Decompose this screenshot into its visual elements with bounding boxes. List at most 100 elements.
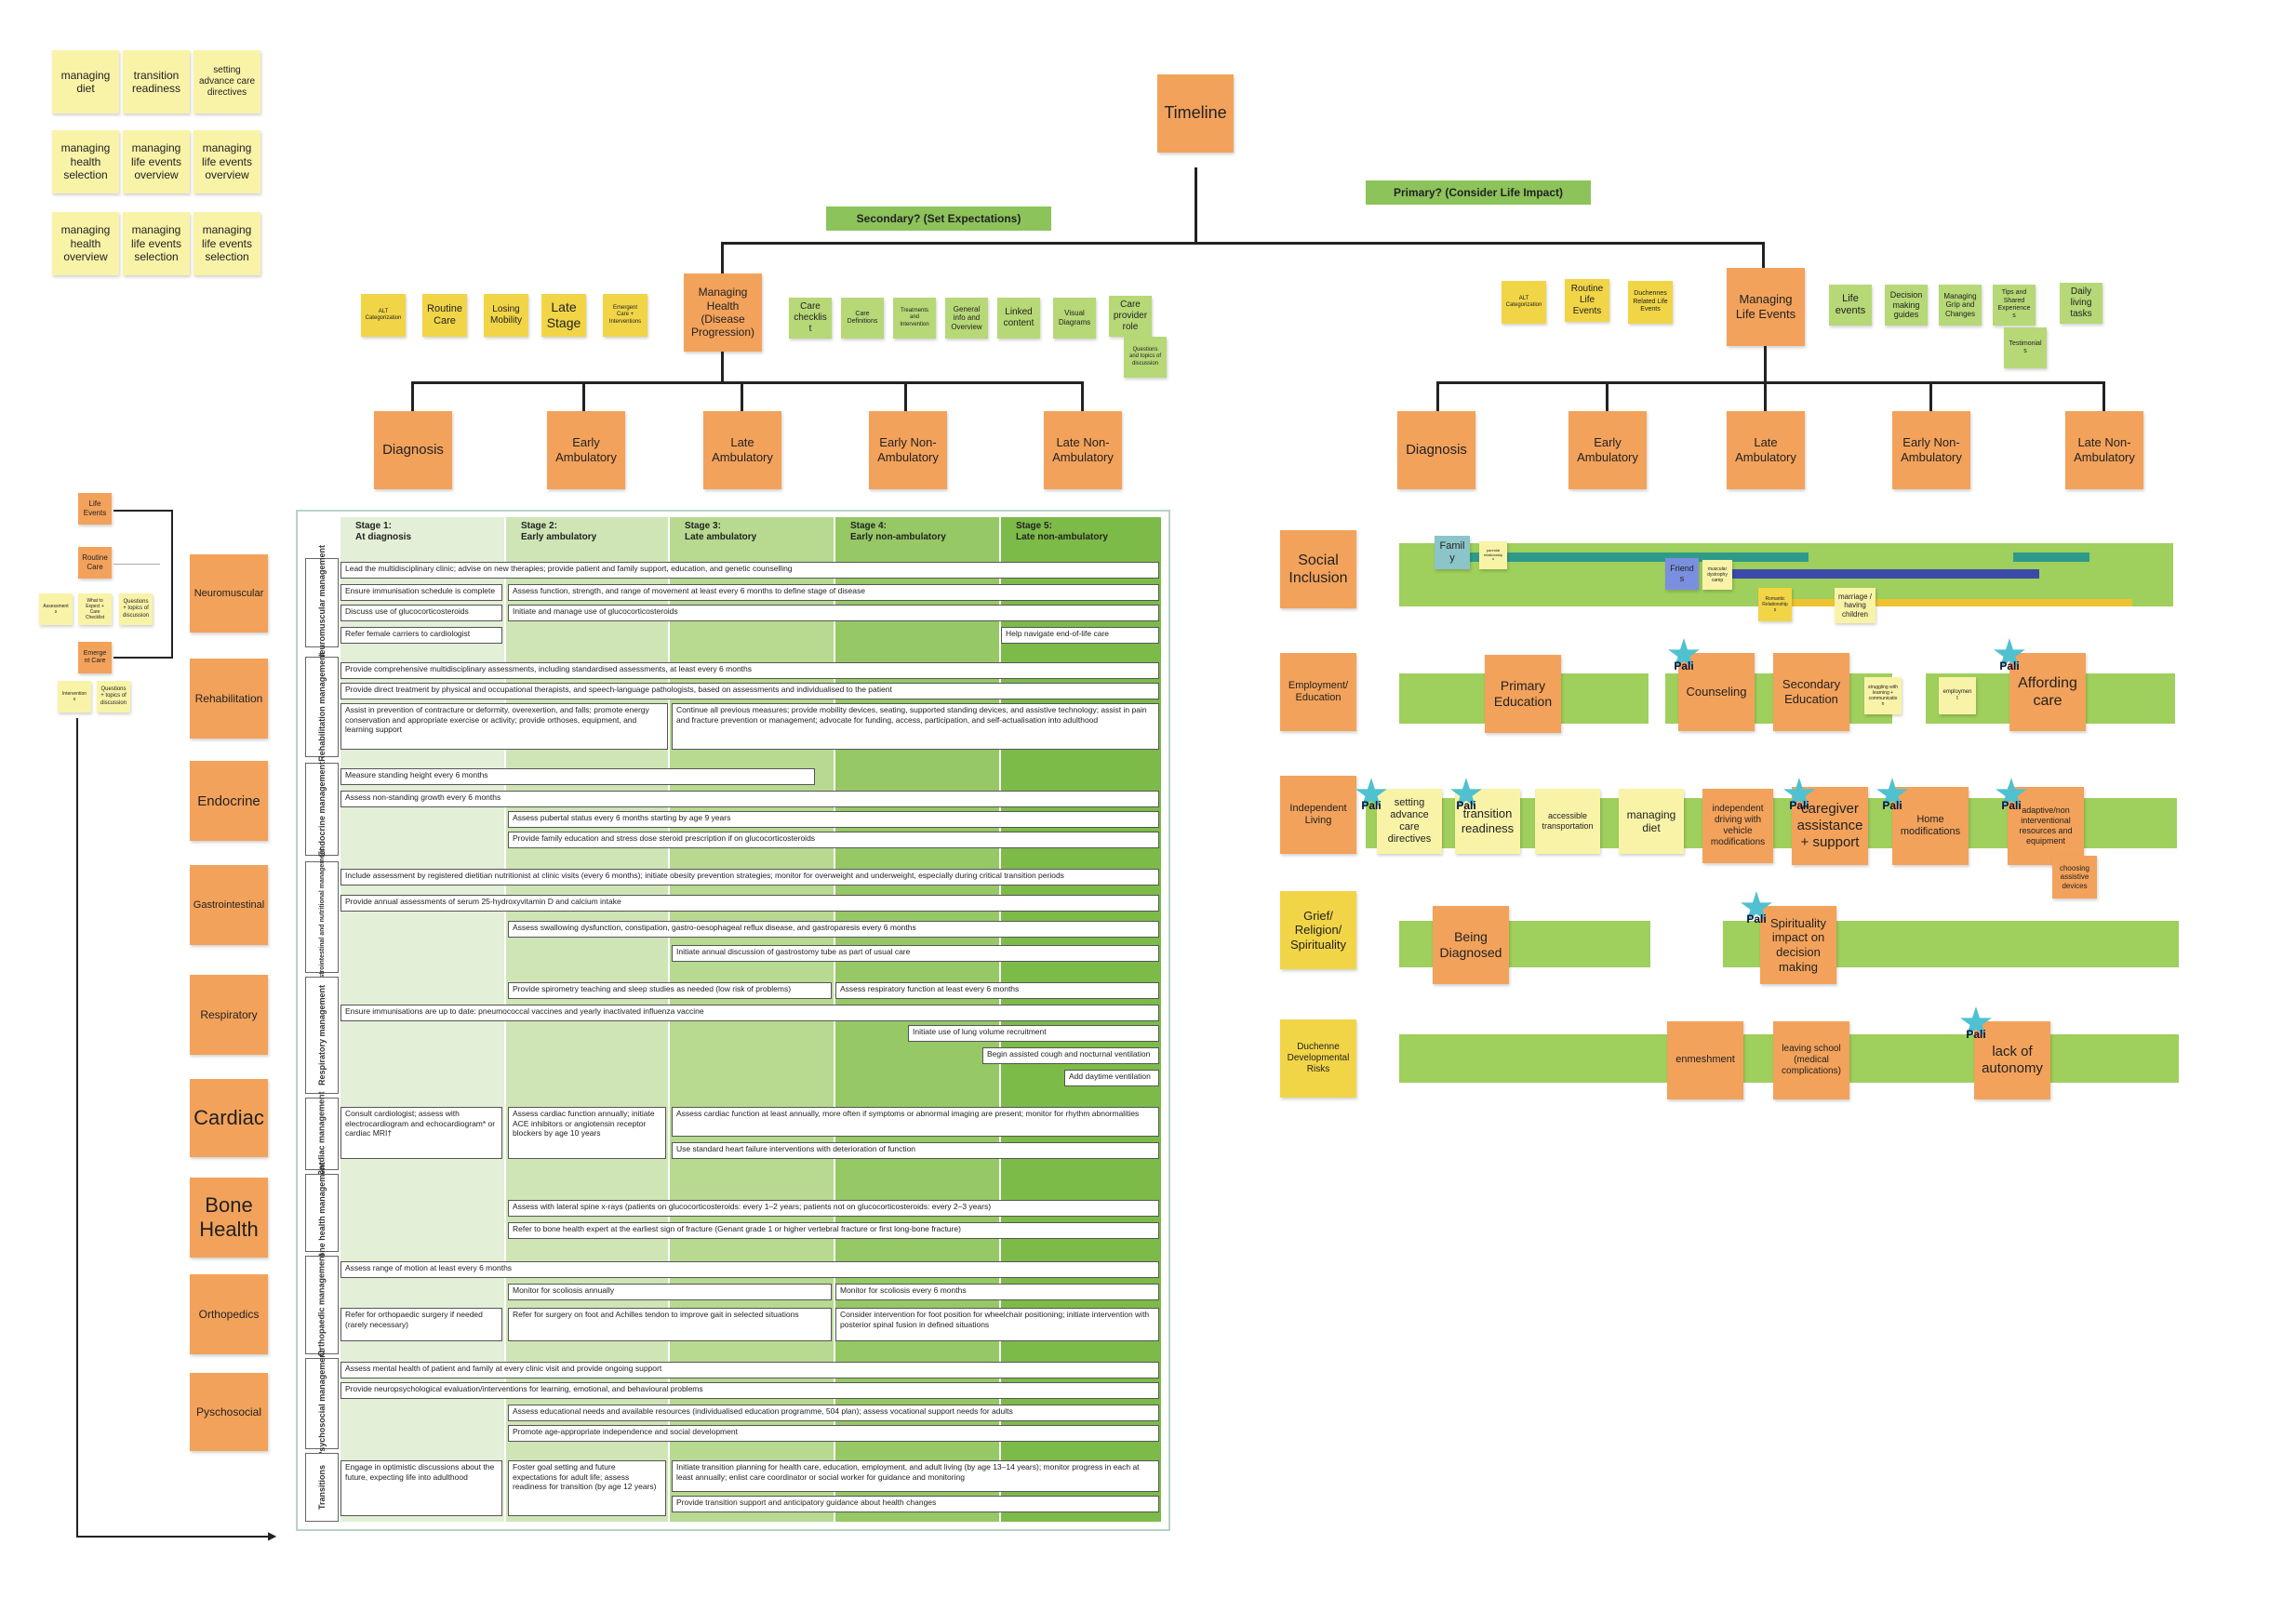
sticky-note[interactable]: ALT Categorization — [361, 294, 406, 337]
sticky-note[interactable]: Routine Life Events — [1565, 279, 1609, 322]
sticky-note[interactable]: accessible transportation — [1535, 789, 1600, 854]
star-icon[interactable]: ★Pali — [1738, 885, 1775, 930]
sticky-note[interactable]: ALT Categorization — [1502, 281, 1546, 324]
sticky-note[interactable]: managing health overview — [52, 212, 119, 275]
stage-early-ambulatory[interactable]: Early Ambulatory — [547, 411, 625, 489]
sticky-note[interactable]: Primary Education — [1485, 655, 1561, 733]
sticky-note[interactable]: Assessments — [39, 593, 73, 625]
star-icon[interactable]: ★Pali — [1993, 771, 2030, 817]
category-rehabilitation[interactable]: Rehabilitation — [190, 659, 268, 739]
sticky-note[interactable]: choosing assistive devices — [2052, 856, 2097, 899]
sticky-note[interactable]: enmeshment — [1667, 1021, 1743, 1099]
sticky-note[interactable]: setting advance care directives — [194, 50, 260, 113]
sticky-note[interactable]: managing life events overview — [194, 130, 260, 193]
category-bone-health[interactable]: Bone Health — [190, 1178, 268, 1258]
sticky-note[interactable]: Romantic Relationships — [1758, 588, 1792, 621]
category-respiratory[interactable]: Respiratory — [190, 975, 268, 1055]
category-neuromuscular[interactable]: Neuromuscular — [190, 554, 268, 633]
row-label-developmental-risks[interactable]: Duchenne Developmental Risks — [1280, 1019, 1356, 1098]
star-icon[interactable]: ★Pali — [1353, 771, 1390, 817]
sticky-note[interactable]: Affording care — [2009, 653, 2086, 731]
star-icon[interactable]: ★Pali — [1991, 632, 2028, 677]
sticky-note[interactable]: Care Definitions — [841, 298, 884, 339]
sticky-note[interactable]: Decision making guides — [1885, 285, 1928, 326]
sticky-note[interactable]: Interventions — [58, 681, 91, 712]
row-label-employment-education[interactable]: Employment/ Education — [1280, 653, 1356, 731]
life-stage-diagnosis[interactable]: Diagnosis — [1397, 411, 1475, 489]
sticky-note[interactable]: managing life events selection — [194, 212, 260, 275]
sticky-note[interactable]: Questions + topics of discussion — [97, 681, 130, 712]
life-stage-early-ambulatory[interactable]: Early Ambulatory — [1568, 411, 1647, 489]
managing-health-hub[interactable]: Managing Health (Disease Progression) — [684, 273, 762, 352]
sticky-note[interactable]: Questions and topics of discussion — [1124, 337, 1167, 378]
sticky-note[interactable]: Emergent Care + Interventions — [603, 294, 647, 337]
sticky-note[interactable]: Routine Care — [422, 294, 467, 337]
sticky-note[interactable]: managing health selection — [52, 130, 119, 193]
sticky-note[interactable]: Counseling — [1678, 653, 1755, 731]
star-icon[interactable]: ★Pali — [1448, 771, 1485, 817]
row-label-independent-living[interactable]: Independent Living — [1280, 776, 1356, 854]
star-icon[interactable]: ★Pali — [1665, 632, 1702, 677]
star-icon[interactable]: ★Pali — [1874, 771, 1911, 817]
stage-early-non-ambulatory[interactable]: Early Non-Ambulatory — [869, 411, 947, 489]
sticky-note[interactable]: Tips and Shared Experiences — [1993, 285, 2036, 326]
sticky-note[interactable]: Questions + topics of discussion — [119, 593, 153, 625]
star-icon[interactable]: ★Pali — [1781, 771, 1818, 817]
managing-life-events-hub[interactable]: Managing Life Events — [1727, 268, 1805, 346]
sticky-note[interactable]: Being Diagnosed — [1433, 906, 1509, 984]
sticky-note[interactable]: Daily living tasks — [2060, 283, 2102, 324]
sticky-note[interactable]: Home modifications — [1892, 787, 1969, 865]
sticky-note[interactable]: Life events — [1829, 285, 1872, 326]
sticky-note[interactable]: General info and Overview — [945, 298, 988, 339]
life-stage-late-ambulatory[interactable]: Late Ambulatory — [1727, 411, 1805, 489]
sticky-note[interactable]: Friends — [1665, 558, 1699, 590]
sticky-note[interactable]: managing life events selection — [123, 212, 190, 275]
secondary-label[interactable]: Secondary? (Set Expectations) — [826, 206, 1051, 231]
stage-late-non-ambulatory[interactable]: Late Non-Ambulatory — [1044, 411, 1122, 489]
category-cardiac[interactable]: Cardiac — [190, 1079, 268, 1157]
sticky-note[interactable]: Linked content — [997, 298, 1040, 339]
sticky-note[interactable]: employment — [1939, 677, 1976, 714]
sticky-note[interactable]: Secondary Education — [1773, 653, 1849, 731]
sticky-note[interactable]: Losing Mobility — [484, 294, 528, 337]
sticky-note[interactable]: struggling with learning + communication — [1864, 677, 1902, 714]
sticky-note[interactable]: Late Stage — [541, 294, 586, 337]
sticky-note[interactable]: transition readiness — [1455, 789, 1520, 854]
star-icon[interactable]: ★Pali — [1957, 1000, 1995, 1045]
life-stage-early-non-ambulatory[interactable]: Early Non-Ambulatory — [1892, 411, 1970, 489]
timeline-note[interactable]: Timeline — [1157, 74, 1234, 153]
sticky-note[interactable]: Managing Grip and Changes — [1939, 285, 1982, 326]
sticky-note[interactable]: lack of autonomy — [1974, 1021, 2050, 1099]
sticky-note[interactable]: Care provider role — [1109, 296, 1152, 337]
stage-diagnosis[interactable]: Diagnosis — [374, 411, 452, 489]
sticky-note[interactable]: managing diet — [52, 50, 119, 113]
sticky-note[interactable]: Visual Diagrams — [1053, 298, 1096, 339]
category-gastrointestinal[interactable]: Gastrointestinal — [190, 865, 268, 945]
life-events-note[interactable]: Life Events — [78, 493, 112, 525]
sticky-note[interactable]: transition readiness — [123, 50, 190, 113]
sticky-note[interactable]: independent driving with vehicle modific… — [1702, 789, 1773, 863]
sticky-note[interactable]: What to Expect + Care Checklist — [78, 593, 112, 625]
category-orthopedics[interactable]: Orthopedics — [190, 1274, 268, 1354]
sticky-note[interactable]: leaving school (medical complications) — [1773, 1021, 1849, 1099]
sticky-note[interactable]: Duchennes Related Life Events — [1628, 281, 1673, 324]
row-label-social-inclusion[interactable]: Social Inclusion — [1280, 530, 1356, 608]
sticky-note[interactable]: setting advance care directives — [1377, 789, 1442, 854]
routine-care-note[interactable]: Routine Care — [78, 547, 112, 579]
sticky-note[interactable]: marriage / having children — [1835, 588, 1876, 623]
primary-label[interactable]: Primary? (Consider Life Impact) — [1366, 180, 1591, 205]
sticky-note[interactable]: caregiver assistance + support — [1792, 787, 1868, 865]
sticky-note[interactable]: Testimonials — [2004, 327, 2047, 368]
sticky-note[interactable]: managing life events overview — [123, 130, 190, 193]
category-psychosocial[interactable]: Pyschosocial — [190, 1373, 268, 1451]
stage-late-ambulatory[interactable]: Late Ambulatory — [703, 411, 781, 489]
life-stage-late-non-ambulatory[interactable]: Late Non-Ambulatory — [2065, 411, 2143, 489]
sticky-note[interactable]: Spirituality impact on decision making — [1760, 906, 1836, 984]
sticky-note[interactable]: Family — [1435, 536, 1470, 569]
sticky-note[interactable]: Care checklist — [789, 298, 832, 339]
sticky-note[interactable]: adaptive/non interventional resources an… — [2008, 787, 2084, 865]
sticky-note[interactable]: managing diet — [1619, 789, 1684, 854]
sticky-note[interactable]: muscular dystrophy camp — [1702, 560, 1732, 590]
emergent-care-note[interactable]: Emergent Care — [78, 642, 112, 673]
sticky-note[interactable]: Treatments and Intervention — [893, 298, 936, 339]
